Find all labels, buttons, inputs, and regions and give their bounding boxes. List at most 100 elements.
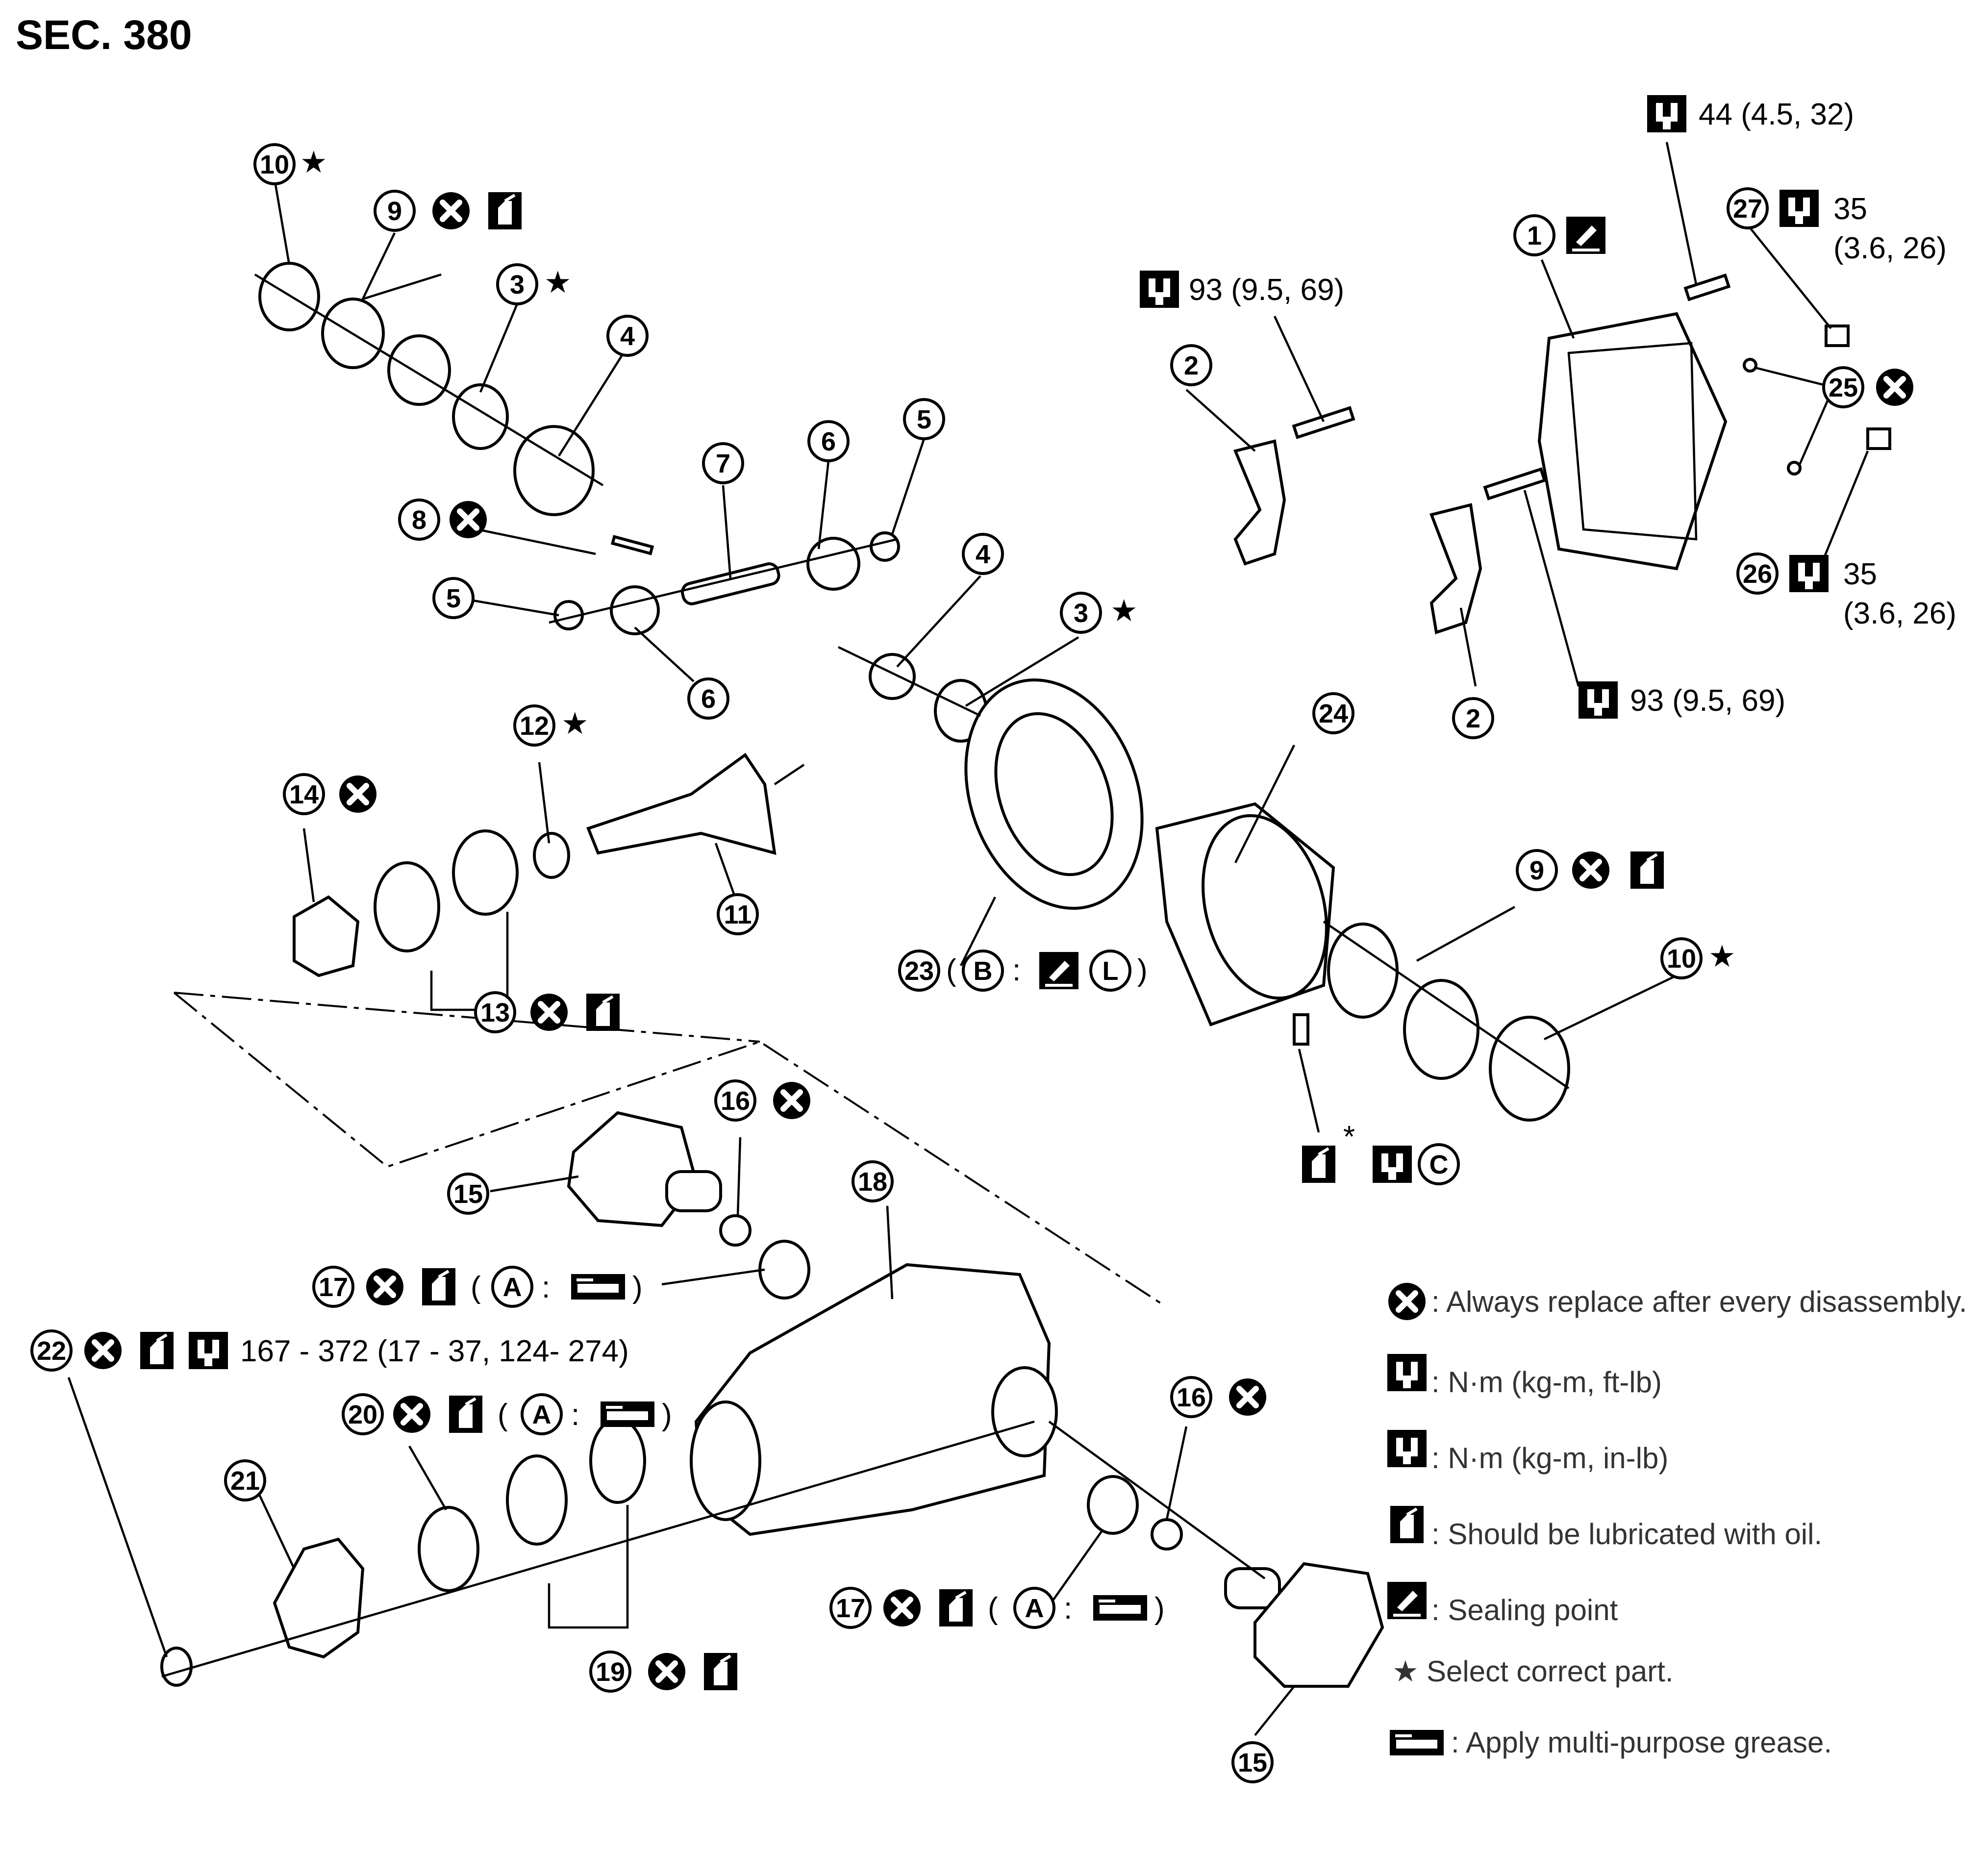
torque-wrench-icon [1789, 555, 1829, 592]
pinion-rear-bearing [452, 829, 519, 916]
pinion-mate-washer [870, 531, 900, 562]
callout-3-b: 3 ★ [1061, 593, 1138, 632]
svg-text:★: ★ [300, 146, 327, 179]
callout-23: 23 ( B : L ) [900, 950, 1148, 992]
replace-icon [648, 1653, 685, 1690]
legend-grease: : Apply multi-purpose grease. [1451, 1726, 1832, 1759]
grease-icon [1390, 1730, 1444, 1755]
grease-icon [601, 1401, 654, 1427]
svg-text:1: 1 [1527, 221, 1542, 250]
callout-26: 26 35 (3.6, 26) [1738, 554, 1956, 630]
torque-spec-retainer-lower: 93 (9.5, 69) [1579, 681, 1785, 719]
svg-text:B: B [974, 956, 993, 986]
grease-icon [1093, 1595, 1147, 1621]
svg-text:L: L [1103, 956, 1119, 986]
torque-wrench-icon [1387, 1430, 1427, 1467]
callout-3-a: 3 ★ [498, 265, 572, 304]
side-gear-right [869, 653, 916, 700]
svg-text:*: * [1343, 1120, 1355, 1154]
differential-case-flange [1202, 814, 1328, 1000]
replace-icon [1388, 1283, 1426, 1320]
callout-15-b: 15 [1233, 1743, 1272, 1782]
adjusting-shim-right [1489, 1016, 1570, 1122]
svg-text:): ) [632, 1271, 643, 1304]
svg-text:17: 17 [836, 1594, 865, 1623]
svg-text:7: 7 [716, 449, 730, 478]
callout-25: 25 [1824, 368, 1913, 407]
sealing-point-icon [1039, 952, 1078, 989]
svg-text:5: 5 [917, 405, 931, 434]
snap-ring-left [719, 1214, 752, 1247]
drive-gear-inner [994, 712, 1114, 876]
svg-text:): ) [1154, 1592, 1165, 1626]
pinion-mate-gear [610, 585, 660, 635]
collapsible-spacer [293, 895, 360, 977]
svg-text:15: 15 [453, 1179, 483, 1209]
side-retainer-right [1429, 503, 1482, 634]
callout-16-b: 16 [1172, 1377, 1266, 1417]
replace-icon [530, 994, 568, 1031]
legend-nm-inlb: : N·m (kg-m, in-lb) [1431, 1442, 1668, 1475]
callout-2-a: 2 [1172, 346, 1211, 385]
svg-text:★: ★ [1708, 940, 1736, 974]
callout-19: 19 [591, 1652, 737, 1691]
svg-text:27: 27 [1733, 194, 1762, 224]
sealing-point-icon [1387, 1582, 1427, 1619]
callout-10-a: 10 ★ [255, 145, 327, 184]
gear-carrier-front [690, 1401, 761, 1521]
front-oil-seal [418, 1506, 479, 1592]
svg-text:10: 10 [260, 150, 289, 179]
svg-text:25: 25 [1829, 373, 1858, 402]
drive-pinion-assembly [173, 752, 1163, 1305]
oil-can-icon [449, 1396, 482, 1433]
side-oil-seal-right [1087, 1475, 1139, 1535]
torque-wrench-icon [1387, 1354, 1427, 1391]
svg-text:(3.6, 26): (3.6, 26) [1833, 231, 1947, 265]
drive-gear-bolt-marks: * C [1302, 1120, 1460, 1185]
callout-5-b: 5 [434, 578, 473, 618]
side-gear-thrust-washer [452, 383, 509, 450]
svg-text:3: 3 [1074, 599, 1088, 628]
svg-text:): ) [662, 1398, 672, 1432]
side-gear [513, 425, 595, 516]
callout-13: 13 [476, 993, 620, 1032]
callout-16-a: 16 [716, 1081, 810, 1120]
svg-text:18: 18 [858, 1167, 887, 1197]
svg-text:12: 12 [520, 711, 549, 741]
replace-icon [883, 1589, 921, 1626]
replace-icon [450, 501, 487, 538]
svg-text:2: 2 [1466, 704, 1480, 733]
svg-text:(: ( [498, 1398, 508, 1432]
gasket-upper [1743, 358, 1757, 373]
replace-icon [773, 1082, 810, 1119]
gasket-lower [1787, 461, 1802, 475]
callout-20: 20 ( A : ) [343, 1395, 672, 1434]
replace-icon [366, 1268, 403, 1305]
svg-text:167 - 372 (17 - 37, 124- 274): 167 - 372 (17 - 37, 124- 274) [240, 1334, 629, 1368]
svg-text::: : [1064, 1592, 1072, 1626]
svg-text:19: 19 [596, 1657, 625, 1687]
drain-plug [1866, 427, 1891, 450]
svg-text:21: 21 [230, 1466, 260, 1496]
drive-gear-bolt [1293, 1013, 1309, 1046]
side-flange-shaft-left [665, 1170, 722, 1212]
replace-icon [84, 1332, 122, 1369]
callout-12: 12 ★ [515, 706, 589, 745]
svg-text:16: 16 [1177, 1383, 1206, 1412]
callout-1: 1 [1515, 216, 1605, 255]
torque-wrench-icon [1140, 271, 1179, 308]
svg-text:C: C [1429, 1150, 1449, 1179]
oil-can-icon [939, 1589, 973, 1626]
callout-7: 7 [703, 444, 743, 483]
rear-cover [1537, 312, 1728, 571]
differential-case-assembly [838, 646, 1570, 1122]
svg-text:(: ( [988, 1592, 998, 1626]
svg-text:26: 26 [1743, 559, 1772, 589]
svg-text:23: 23 [904, 956, 934, 986]
oil-can-icon [704, 1653, 737, 1690]
callout-6-b: 6 [689, 679, 728, 718]
svg-text:6: 6 [821, 427, 836, 456]
oil-can-icon [488, 192, 522, 229]
callout-24: 24 [1314, 694, 1353, 733]
